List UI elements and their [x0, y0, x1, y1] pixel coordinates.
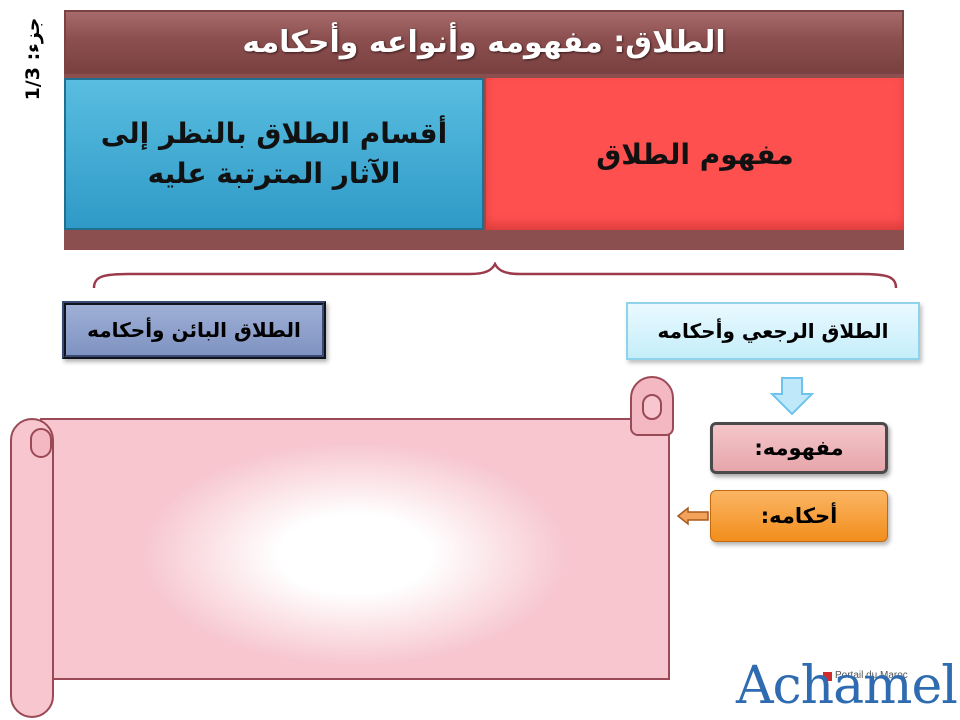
logo: Achamel [736, 656, 958, 716]
divisions-line-1: أقسام الطلاق بالنظر إلى [100, 117, 448, 150]
scroll-right-curl [642, 394, 662, 420]
scroll-left-roll [10, 418, 54, 718]
part-label: جزء: 1/3 [22, 17, 44, 101]
divisions-line-2: الآثار المترتبة عليه [147, 157, 401, 190]
arrow-down-icon [770, 377, 814, 416]
logo-mark-icon [823, 672, 832, 681]
arrow-left-icon [676, 506, 709, 526]
scroll-content-area [40, 418, 670, 680]
revocable-divorce-button[interactable]: الطلاق الرجعي وأحكامه [626, 302, 920, 360]
scroll-left-curl [30, 428, 52, 458]
definition-box[interactable]: مفهوم الطلاق [486, 78, 904, 230]
divisions-box[interactable]: أقسام الطلاق بالنظر إلى الآثار المترتبة … [64, 78, 484, 230]
concept-button[interactable]: مفهومه: [710, 422, 888, 474]
brace-icon [92, 262, 898, 289]
irrevocable-divorce-button[interactable]: الطلاق البائن وأحكامه [62, 301, 326, 359]
logo-tagline: Portail du Maroc [835, 670, 908, 681]
rulings-button[interactable]: أحكامه: [710, 490, 888, 542]
page-title: الطلاق: مفهومه وأنواعه وأحكامه [64, 10, 904, 74]
